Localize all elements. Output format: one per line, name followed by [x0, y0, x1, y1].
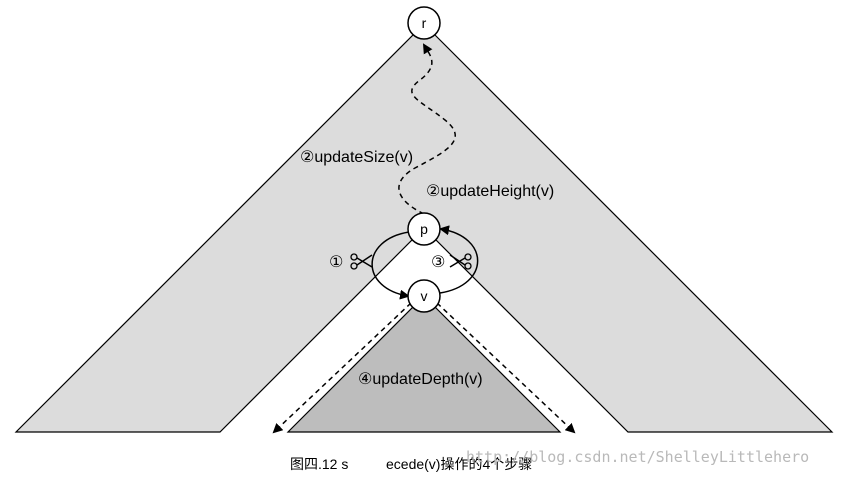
node-r: r: [407, 6, 441, 40]
depth-arrow-right: [436, 302, 576, 434]
cut-arc-right: [439, 225, 479, 294]
scissors-icon: [449, 253, 472, 270]
node-p-label: p: [420, 221, 428, 237]
label-step-3: ③: [431, 254, 445, 271]
node-p: p: [407, 212, 441, 246]
subtree-shape: [286, 295, 562, 433]
caption-prefix: 图四.12 s: [290, 456, 348, 472]
watermark-text: http://blog.csdn.net/ShelleyLittlehero: [466, 448, 809, 466]
node-v-label: v: [421, 288, 428, 304]
cut-arc-left: [371, 231, 410, 300]
caption-suffix: ecede(v)操作的4个步骤: [386, 456, 532, 472]
label-step-1: ①: [329, 254, 343, 271]
label-update-depth: ④updateDepth(v): [358, 371, 483, 388]
node-v: v: [407, 279, 441, 313]
depth-arrow-left: [272, 302, 412, 434]
ancestor-path-arrow: [398, 43, 456, 215]
node-r-label: r: [422, 15, 427, 31]
label-update-height: ②updateHeight(v): [426, 183, 554, 200]
scissors-icon: [350, 253, 373, 270]
label-update-size: ②updateSize(v): [300, 149, 413, 166]
